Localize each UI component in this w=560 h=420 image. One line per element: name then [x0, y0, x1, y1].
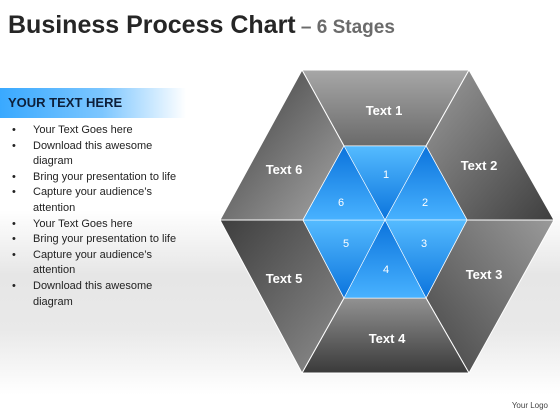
bullet-item: Capture your audience’s attention [12, 185, 177, 216]
inner-label-4: 4 [383, 264, 389, 276]
outer-segments [219, 68, 555, 375]
bullet-list: Your Text Goes here Download this awesom… [12, 123, 177, 310]
inner-label-1: 1 [383, 169, 389, 181]
title-main: Business Process Chart [8, 11, 296, 39]
outer-label-1: Text 1 [366, 103, 403, 118]
inner-segment-6 [302, 145, 386, 221]
inner-label-5: 5 [343, 238, 349, 250]
text-panel-heading: YOUR TEXT HERE [8, 95, 123, 110]
outer-label-3: Text 3 [466, 267, 503, 282]
outer-label-5: Text 5 [266, 271, 303, 286]
inner-label-6: 6 [338, 197, 344, 209]
inner-label-3: 3 [421, 238, 427, 250]
bullet-item: Your Text Goes here [12, 217, 177, 233]
footer-logo-text: Your Logo [511, 401, 548, 410]
inner-segments [302, 145, 468, 299]
outer-label-4: Text 4 [369, 331, 406, 346]
text-panel-heading-bar: YOUR TEXT HERE [0, 88, 186, 118]
inner-label-2: 2 [422, 197, 428, 209]
bullet-item: Bring your presentation to life [12, 170, 177, 186]
bullet-item: Bring your presentation to life [12, 232, 177, 248]
bullet-item: Capture your audience’s attention [12, 248, 177, 279]
outer-label-2: Text 2 [461, 158, 498, 173]
bullet-item: Download this awesome diagram [12, 279, 177, 310]
title-subtitle: – 6 Stages [295, 17, 395, 38]
bullet-item: Your Text Goes here [12, 123, 177, 139]
bullet-item: Download this awesome diagram [12, 139, 177, 170]
page-title: Business Process Chart – 6 Stages [8, 4, 395, 41]
outer-label-6: Text 6 [266, 162, 303, 177]
